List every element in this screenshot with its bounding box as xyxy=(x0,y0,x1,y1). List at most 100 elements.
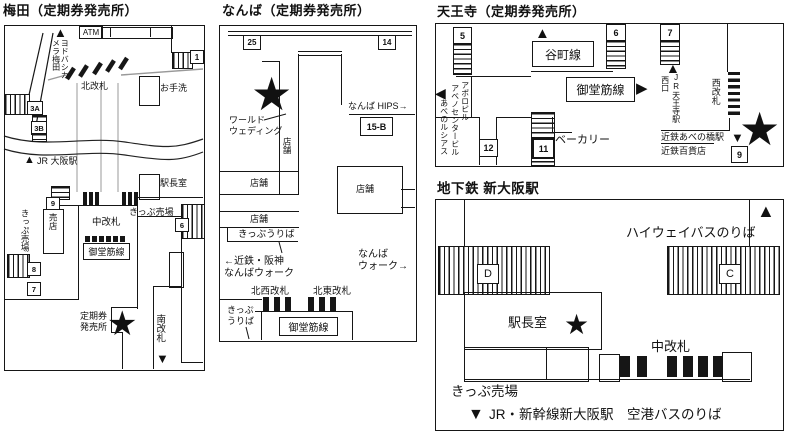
map-frame-tennoji xyxy=(435,23,784,167)
west-gate-label: 西改札 xyxy=(710,78,721,105)
world-wedding-label: ワールド ウェディング xyxy=(229,115,283,136)
wall xyxy=(298,54,300,195)
tanimachi-line-box: 谷町線 xyxy=(532,41,594,67)
ticket-gate-mark xyxy=(683,356,693,377)
wall xyxy=(47,205,138,207)
ticket-gate-mark xyxy=(308,297,314,311)
left-triangle-icon: ◀ xyxy=(435,85,446,101)
wall xyxy=(122,332,124,369)
wall xyxy=(181,362,203,364)
ticket-gate-mark xyxy=(106,236,111,242)
wall xyxy=(228,31,412,33)
wall xyxy=(219,194,299,196)
stairs xyxy=(438,246,550,295)
map-frame-namba xyxy=(219,25,417,342)
exit-number-box: 3A xyxy=(27,101,43,115)
ticket-gate-mark xyxy=(118,56,129,71)
wall xyxy=(137,206,139,309)
stairs xyxy=(660,40,680,65)
shop-label: 売店 xyxy=(48,213,59,230)
page-title: 梅田（定期券発売所） xyxy=(3,3,139,18)
exit-number-box: 25 xyxy=(243,35,261,50)
center-gate-label: 中改札 xyxy=(651,339,691,354)
wall xyxy=(78,206,80,300)
wall xyxy=(153,286,155,369)
highway-bus-label: ハイウェイバスのりば xyxy=(626,225,756,240)
restroom-label: お手洗 xyxy=(160,83,188,93)
ticket-gate-mark xyxy=(95,192,99,205)
up-triangle-icon: ▲ xyxy=(666,60,680,76)
ticket-counter-label: きっぷ うりば xyxy=(227,305,255,326)
namba-hips-label: なんば HIPS→ xyxy=(348,101,408,111)
shop-label: 店舗 xyxy=(250,178,269,188)
wall xyxy=(279,61,281,195)
ticket-gate-mark xyxy=(92,236,97,242)
abeno-lucias-label: あべのルシアス xyxy=(439,99,449,155)
stationmaster-label: 駅長室 xyxy=(160,178,188,188)
map-frame-shin-osaka xyxy=(435,199,784,431)
wall xyxy=(262,61,280,63)
jr-tennoji-label: JR天王寺駅 xyxy=(671,73,681,123)
exit-number-box: 9 xyxy=(731,146,748,163)
stationmaster-label: 駅長室 xyxy=(508,315,548,330)
wall xyxy=(219,171,299,173)
exit-number-box: 12 xyxy=(479,139,498,157)
stairs xyxy=(32,133,47,142)
wall xyxy=(150,27,152,37)
exit-number-box: 11 xyxy=(532,138,555,159)
kintetsu-dept-label: 近鉄百貨店 xyxy=(661,146,707,156)
bakery-label: ベーカリー xyxy=(555,134,610,146)
ticket-gate-mark xyxy=(89,192,93,205)
up-triangle-icon: ▲ xyxy=(54,25,67,40)
ticket-gate-mark xyxy=(667,356,677,377)
exit-letter-box: D xyxy=(477,264,499,284)
wall xyxy=(456,76,531,78)
wall xyxy=(435,117,480,119)
wall xyxy=(137,216,181,218)
road-curve xyxy=(3,148,204,161)
wall xyxy=(298,51,342,53)
wall xyxy=(661,130,730,132)
wall xyxy=(464,199,466,247)
shop-room xyxy=(43,209,64,254)
wall xyxy=(464,379,750,381)
wall xyxy=(298,54,342,56)
wall xyxy=(111,307,138,309)
exit-number-box: 7 xyxy=(27,282,41,296)
wall xyxy=(227,241,298,243)
shop-label: 店舗 xyxy=(282,137,293,154)
ticket-gate-mark xyxy=(122,192,126,205)
stationmaster-room xyxy=(139,174,160,200)
ticket-gate-mark xyxy=(698,356,708,377)
wall xyxy=(138,197,203,199)
wall xyxy=(228,34,412,36)
ticket-gate-mark xyxy=(330,297,336,311)
wall xyxy=(349,114,415,116)
up-triangle-icon: ▲ xyxy=(24,154,35,166)
wall xyxy=(4,299,79,301)
north-gate-label: 北改札 xyxy=(81,81,109,91)
wall xyxy=(352,311,354,340)
leader-line xyxy=(245,326,250,340)
walkway-line xyxy=(120,68,204,76)
ticket-office-label: きっぷ売場 xyxy=(451,384,518,399)
wall xyxy=(261,311,263,340)
yodobashi-label: ヨドバシカメラ梅田 xyxy=(51,39,70,79)
wall xyxy=(749,199,751,247)
down-triangle-icon: ▼ xyxy=(468,406,484,423)
exit-number-box: 1 xyxy=(190,50,204,64)
ticket-counter-label: きっぷうりば xyxy=(238,229,295,240)
wall xyxy=(181,236,183,363)
kintetsu-abenobashi-label: 近鉄あべの橋駅 xyxy=(661,132,725,142)
ticket-gate-mark xyxy=(319,297,325,311)
wall xyxy=(401,207,415,209)
kiosk-row xyxy=(101,27,173,39)
stairs xyxy=(606,40,626,69)
wall xyxy=(531,71,613,73)
ticket-gate-mark xyxy=(263,297,269,311)
ticket-gate-mark xyxy=(620,356,630,377)
ticket-gate-mark xyxy=(128,192,132,205)
pass-office-star-icon: ★ xyxy=(739,103,781,155)
pass-office-label: 定期券 発売所 xyxy=(80,311,108,332)
